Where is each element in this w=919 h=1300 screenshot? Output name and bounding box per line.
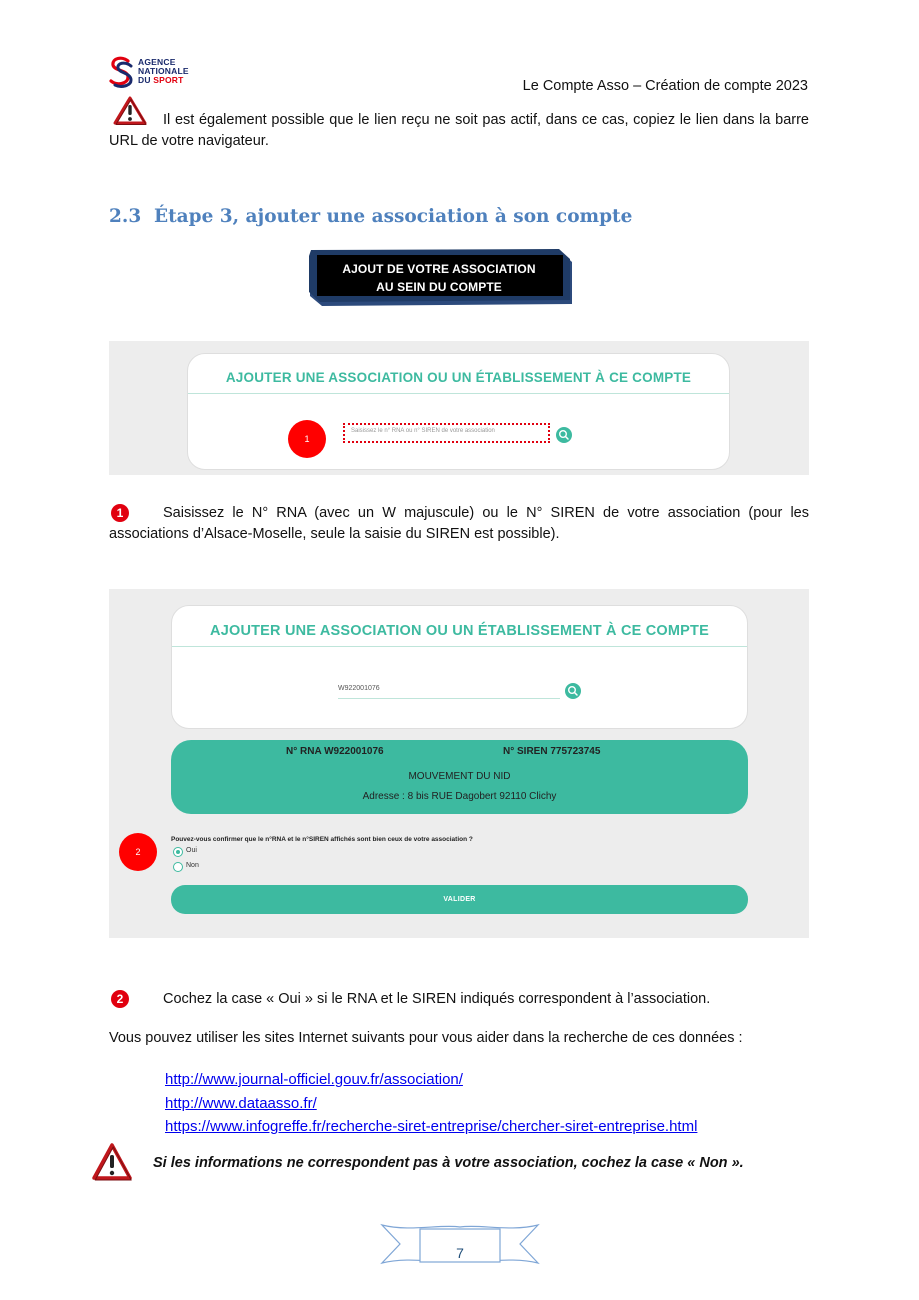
logo-text: AGENCE NATIONALE DU SPORT — [138, 57, 189, 85]
step-bullet-1: 1 — [111, 504, 129, 522]
radio-no-label: Non — [186, 862, 199, 869]
step-marker-1: 1 — [288, 420, 326, 458]
link-dataasso[interactable]: http://www.dataasso.fr/ — [165, 1094, 317, 1112]
document-title: Le Compte Asso – Création de compte 2023 — [522, 78, 808, 94]
link-journal-officiel[interactable]: http://www.journal-officiel.gouv.fr/asso… — [165, 1071, 463, 1088]
rna-number: N° RNA W922001076 — [286, 746, 384, 757]
step-marker-2: 2 — [119, 833, 157, 871]
agence-logo: AGENCE NATIONALE DU SPORT — [108, 55, 218, 91]
add-association-card: AJOUTER UNE ASSOCIATION OU UN ÉTABLISSEM… — [171, 605, 748, 729]
link-infogreffe[interactable]: https://www.infogreffe.fr/recherche-sire… — [165, 1118, 698, 1135]
association-result-card: N° RNA W922001076 N° SIREN 775723745 MOU… — [171, 740, 748, 814]
help-links: http://www.journal-officiel.gouv.fr/asso… — [165, 1068, 697, 1139]
step-2-instructions: Cochez la case « Oui » si le RNA et le S… — [163, 991, 711, 1007]
card-title: AJOUTER UNE ASSOCIATION OU UN ÉTABLISSEM… — [225, 370, 692, 385]
warning-icon — [92, 1143, 132, 1181]
step-bullet-2: 2 — [111, 990, 129, 1008]
confirm-question: Pouvez-vous confirmer que le n°RNA et le… — [171, 836, 473, 843]
rna-siren-search-input[interactable]: Saisissez le n° RNA ou n° SIREN de votre… — [343, 423, 550, 443]
association-name: MOUVEMENT DU NID — [408, 771, 511, 782]
screenshot-confirm-panel: AJOUTER UNE ASSOCIATION OU UN ÉTABLISSEM… — [109, 589, 809, 938]
rna-siren-search-input[interactable]: W922001076 — [338, 685, 560, 699]
card-title: AJOUTER UNE ASSOCIATION OU UN ÉTABLISSEM… — [210, 623, 709, 639]
warning-note: Si les informations ne correspondent pas… — [153, 1155, 744, 1171]
radio-no[interactable] — [173, 862, 183, 872]
step-1-instructions: Saisissez le N° RNA (avec un W majuscule… — [109, 505, 809, 542]
help-text: Vous pouvez utiliser les sites Internet … — [109, 1030, 743, 1046]
warning-icon — [113, 96, 147, 125]
association-address: Adresse : 8 bis RUE Dagobert 92110 Clich… — [362, 791, 557, 802]
intro-paragraph: Il est également possible que le lien re… — [109, 112, 809, 149]
siren-number: N° SIREN 775723745 — [503, 746, 601, 757]
radio-yes-label: Oui — [186, 847, 197, 854]
page-ribbon-icon — [380, 1223, 540, 1265]
page-number: 7 — [456, 1245, 464, 1261]
add-association-card: AJOUTER UNE ASSOCIATION OU UN ÉTABLISSEM… — [187, 353, 730, 470]
search-icon — [568, 686, 578, 696]
search-button[interactable] — [556, 427, 572, 443]
add-association-banner: AJOUT DE VOTRE ASSOCIATION AU SEIN DU CO… — [308, 246, 573, 309]
screenshot-search-panel: AJOUTER UNE ASSOCIATION OU UN ÉTABLISSEM… — [109, 341, 809, 475]
search-icon — [559, 430, 569, 440]
radio-yes[interactable] — [173, 847, 183, 857]
validate-button[interactable]: VALIDER — [171, 885, 748, 914]
logo-s-icon — [109, 56, 133, 88]
search-button[interactable] — [565, 683, 581, 699]
